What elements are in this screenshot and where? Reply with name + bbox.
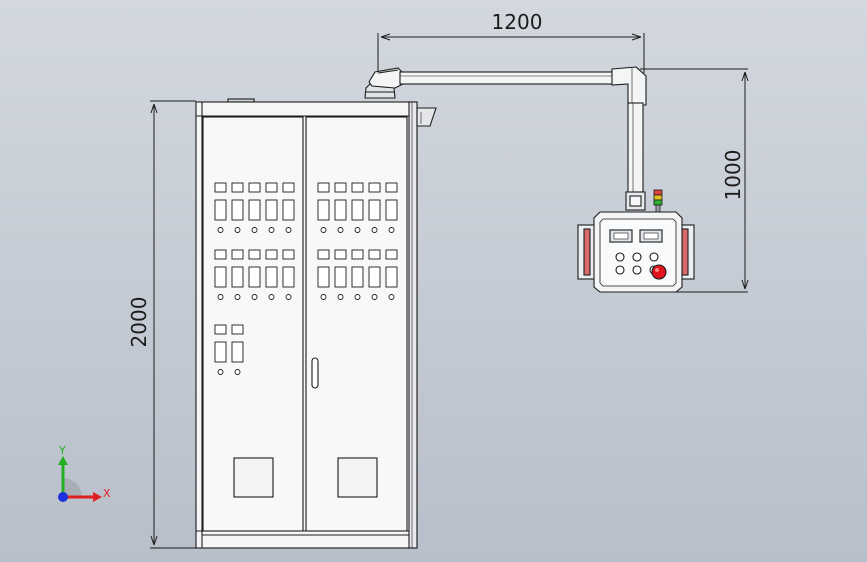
left-door-row-2-switch (214, 266, 227, 288)
left-door-row-1-switch (214, 199, 227, 221)
electrical-cabinet (195, 98, 437, 549)
dimension-1200-label: 1200 (492, 10, 543, 34)
right-door-row-2-indicator (337, 294, 344, 300)
right-door-row-1-switch (351, 199, 364, 221)
right-door-row-2-switch (334, 266, 347, 288)
left-door-row-2-indicator (234, 294, 241, 300)
left-door-row-3-switch (214, 341, 227, 363)
left-door-row-1-indicator (234, 227, 241, 233)
left-door-row-3-indicator (217, 369, 224, 375)
left-door-row-2-switch (265, 266, 278, 288)
left-door-row-2-indicator (251, 294, 258, 300)
vent-window-right (337, 457, 378, 498)
vent-window-left (233, 457, 274, 498)
left-door-row-1-label-plate (214, 182, 227, 193)
dimension-cabinet-height (150, 100, 196, 549)
right-door-row-1-switch (385, 199, 398, 221)
right-door-row-2-indicator (388, 294, 395, 300)
right-door-row-1-indicator (371, 227, 378, 233)
right-door-row-2-label-plate (385, 249, 398, 260)
left-door-row-1-label-plate (231, 182, 244, 193)
right-door-row-2-label-plate (368, 249, 381, 260)
left-door-row-1-switch (231, 199, 244, 221)
right-door-row-1-indicator (320, 227, 327, 233)
left-door-row-2-indicator (217, 294, 224, 300)
door-instruments (214, 182, 398, 375)
right-door-row-2-label-plate (334, 249, 347, 260)
right-door-row-2-switch (351, 266, 364, 288)
axis-y-label: Y (58, 444, 66, 457)
right-door-row-1-indicator (354, 227, 361, 233)
right-door-row-2-indicator (354, 294, 361, 300)
left-door-row-2-indicator (268, 294, 275, 300)
axis-x-label: X (103, 487, 111, 500)
right-door-row-2-switch (317, 266, 330, 288)
left-door-row-2-label-plate (231, 249, 244, 260)
left-door-row-3-indicator (234, 369, 241, 375)
right-door-row-1-switch (317, 199, 330, 221)
right-door-row-1-switch (368, 199, 381, 221)
stack-light (653, 189, 663, 214)
left-door-row-1-switch (282, 199, 295, 221)
right-door-row-1-label-plate (317, 182, 330, 193)
left-door-row-2-switch (282, 266, 295, 288)
right-door-row-1-label-plate (385, 182, 398, 193)
right-door-row-1-indicator (337, 227, 344, 233)
dimension-arm-width (377, 33, 645, 73)
coordinate-triad-icon (58, 456, 102, 502)
left-door-row-2-label-plate (214, 249, 227, 260)
left-door-row-1-indicator (285, 227, 292, 233)
emergency-stop-button (651, 264, 667, 280)
left-door-row-1-label-plate (248, 182, 261, 193)
right-door-row-2-switch (385, 266, 398, 288)
left-door-row-1-switch (248, 199, 261, 221)
right-door-row-1-label-plate (334, 182, 347, 193)
right-door-row-1-indicator (388, 227, 395, 233)
left-door-row-1-switch (265, 199, 278, 221)
left-door-row-2-label-plate (282, 249, 295, 260)
right-door-row-2-label-plate (317, 249, 330, 260)
left-door-row-2-indicator (285, 294, 292, 300)
right-door-row-1-label-plate (368, 182, 381, 193)
right-door-row-1-switch (334, 199, 347, 221)
dimension-1000-label: 1000 (721, 150, 745, 201)
left-door-row-2-switch (248, 266, 261, 288)
left-door-row-3-switch (231, 341, 244, 363)
left-door-row-1-label-plate (265, 182, 278, 193)
operator-pendant-box (577, 211, 695, 293)
cantilever-arm (364, 66, 647, 211)
left-door-row-2-switch (231, 266, 244, 288)
left-door-row-3-label-plate (231, 324, 244, 335)
right-door-row-2-indicator (320, 294, 327, 300)
left-door-row-2-label-plate (248, 249, 261, 260)
right-door-row-1-label-plate (351, 182, 364, 193)
left-door-row-3-label-plate (214, 324, 227, 335)
dimension-2000-label: 2000 (127, 297, 151, 348)
right-door-row-2-label-plate (351, 249, 364, 260)
left-door-row-2-label-plate (265, 249, 278, 260)
right-door-row-2-switch (368, 266, 381, 288)
left-door-row-1-indicator (217, 227, 224, 233)
left-door-row-1-label-plate (282, 182, 295, 193)
left-door-row-1-indicator (251, 227, 258, 233)
left-door-row-1-indicator (268, 227, 275, 233)
right-door-row-2-indicator (371, 294, 378, 300)
dimension-arm-height (640, 68, 749, 293)
